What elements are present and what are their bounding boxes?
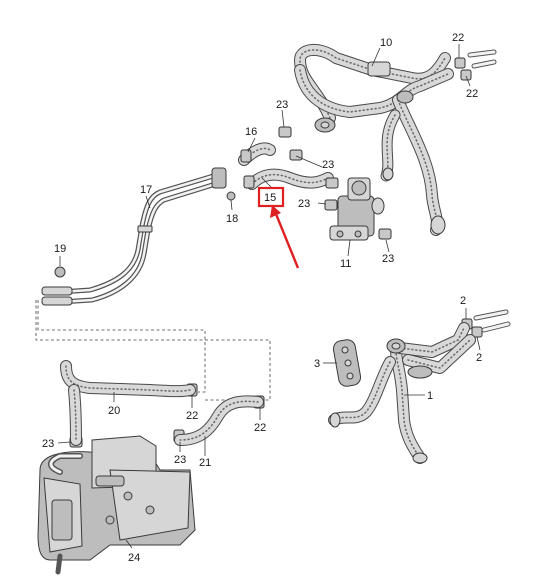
label-23-left: 23: [42, 438, 54, 450]
pipe-17: [41, 167, 227, 306]
valve-11: [329, 177, 385, 241]
connectors-22: [467, 49, 497, 69]
gasket-3: [332, 339, 362, 387]
label-18: 18: [226, 213, 238, 225]
connection-guide-lines: [35, 300, 271, 401]
label-10: 10: [380, 37, 392, 49]
label-19: 19: [54, 243, 66, 255]
hose-assembly-1: [328, 322, 476, 464]
part-labels: 10 22 22 23 16 23 15 23 11 23 17 18 19 2…: [42, 32, 482, 564]
label-22-lower-right: 22: [254, 422, 266, 434]
label-20: 20: [108, 405, 120, 417]
label-16: 16: [245, 126, 257, 138]
label-17: 17: [140, 184, 152, 196]
label-2-bottom: 2: [476, 352, 482, 364]
highlight-arrowhead: [270, 205, 281, 218]
label-24: 24: [128, 552, 140, 564]
highlight-box: [257, 186, 285, 208]
highlight-part-15: [257, 186, 300, 269]
label-23-mid: 23: [322, 159, 334, 171]
label-22-top: 22: [452, 32, 464, 44]
label-15: 15: [264, 192, 276, 204]
highlight-arrow: [274, 213, 300, 269]
hose-21: [174, 395, 264, 446]
label-11: 11: [340, 258, 351, 270]
hose-15: [246, 168, 334, 190]
label-1: 1: [427, 390, 433, 402]
hose-assembly-10: [294, 44, 454, 236]
label-23-left-valve: 23: [298, 198, 310, 210]
connectors-2: [473, 309, 511, 333]
label-22-right: 22: [466, 88, 478, 100]
label-2-top: 2: [460, 295, 466, 307]
label-21: 21: [199, 457, 211, 469]
heater-module-24: [37, 435, 196, 575]
label-23-valve-right: 23: [382, 253, 394, 265]
label-3: 3: [314, 358, 320, 370]
label-23-lower: 23: [174, 454, 186, 466]
label-22-lower-left: 22: [186, 410, 198, 422]
label-23-upper: 23: [276, 99, 288, 111]
leader-lines: [57, 44, 481, 549]
hose-20: [60, 360, 196, 446]
